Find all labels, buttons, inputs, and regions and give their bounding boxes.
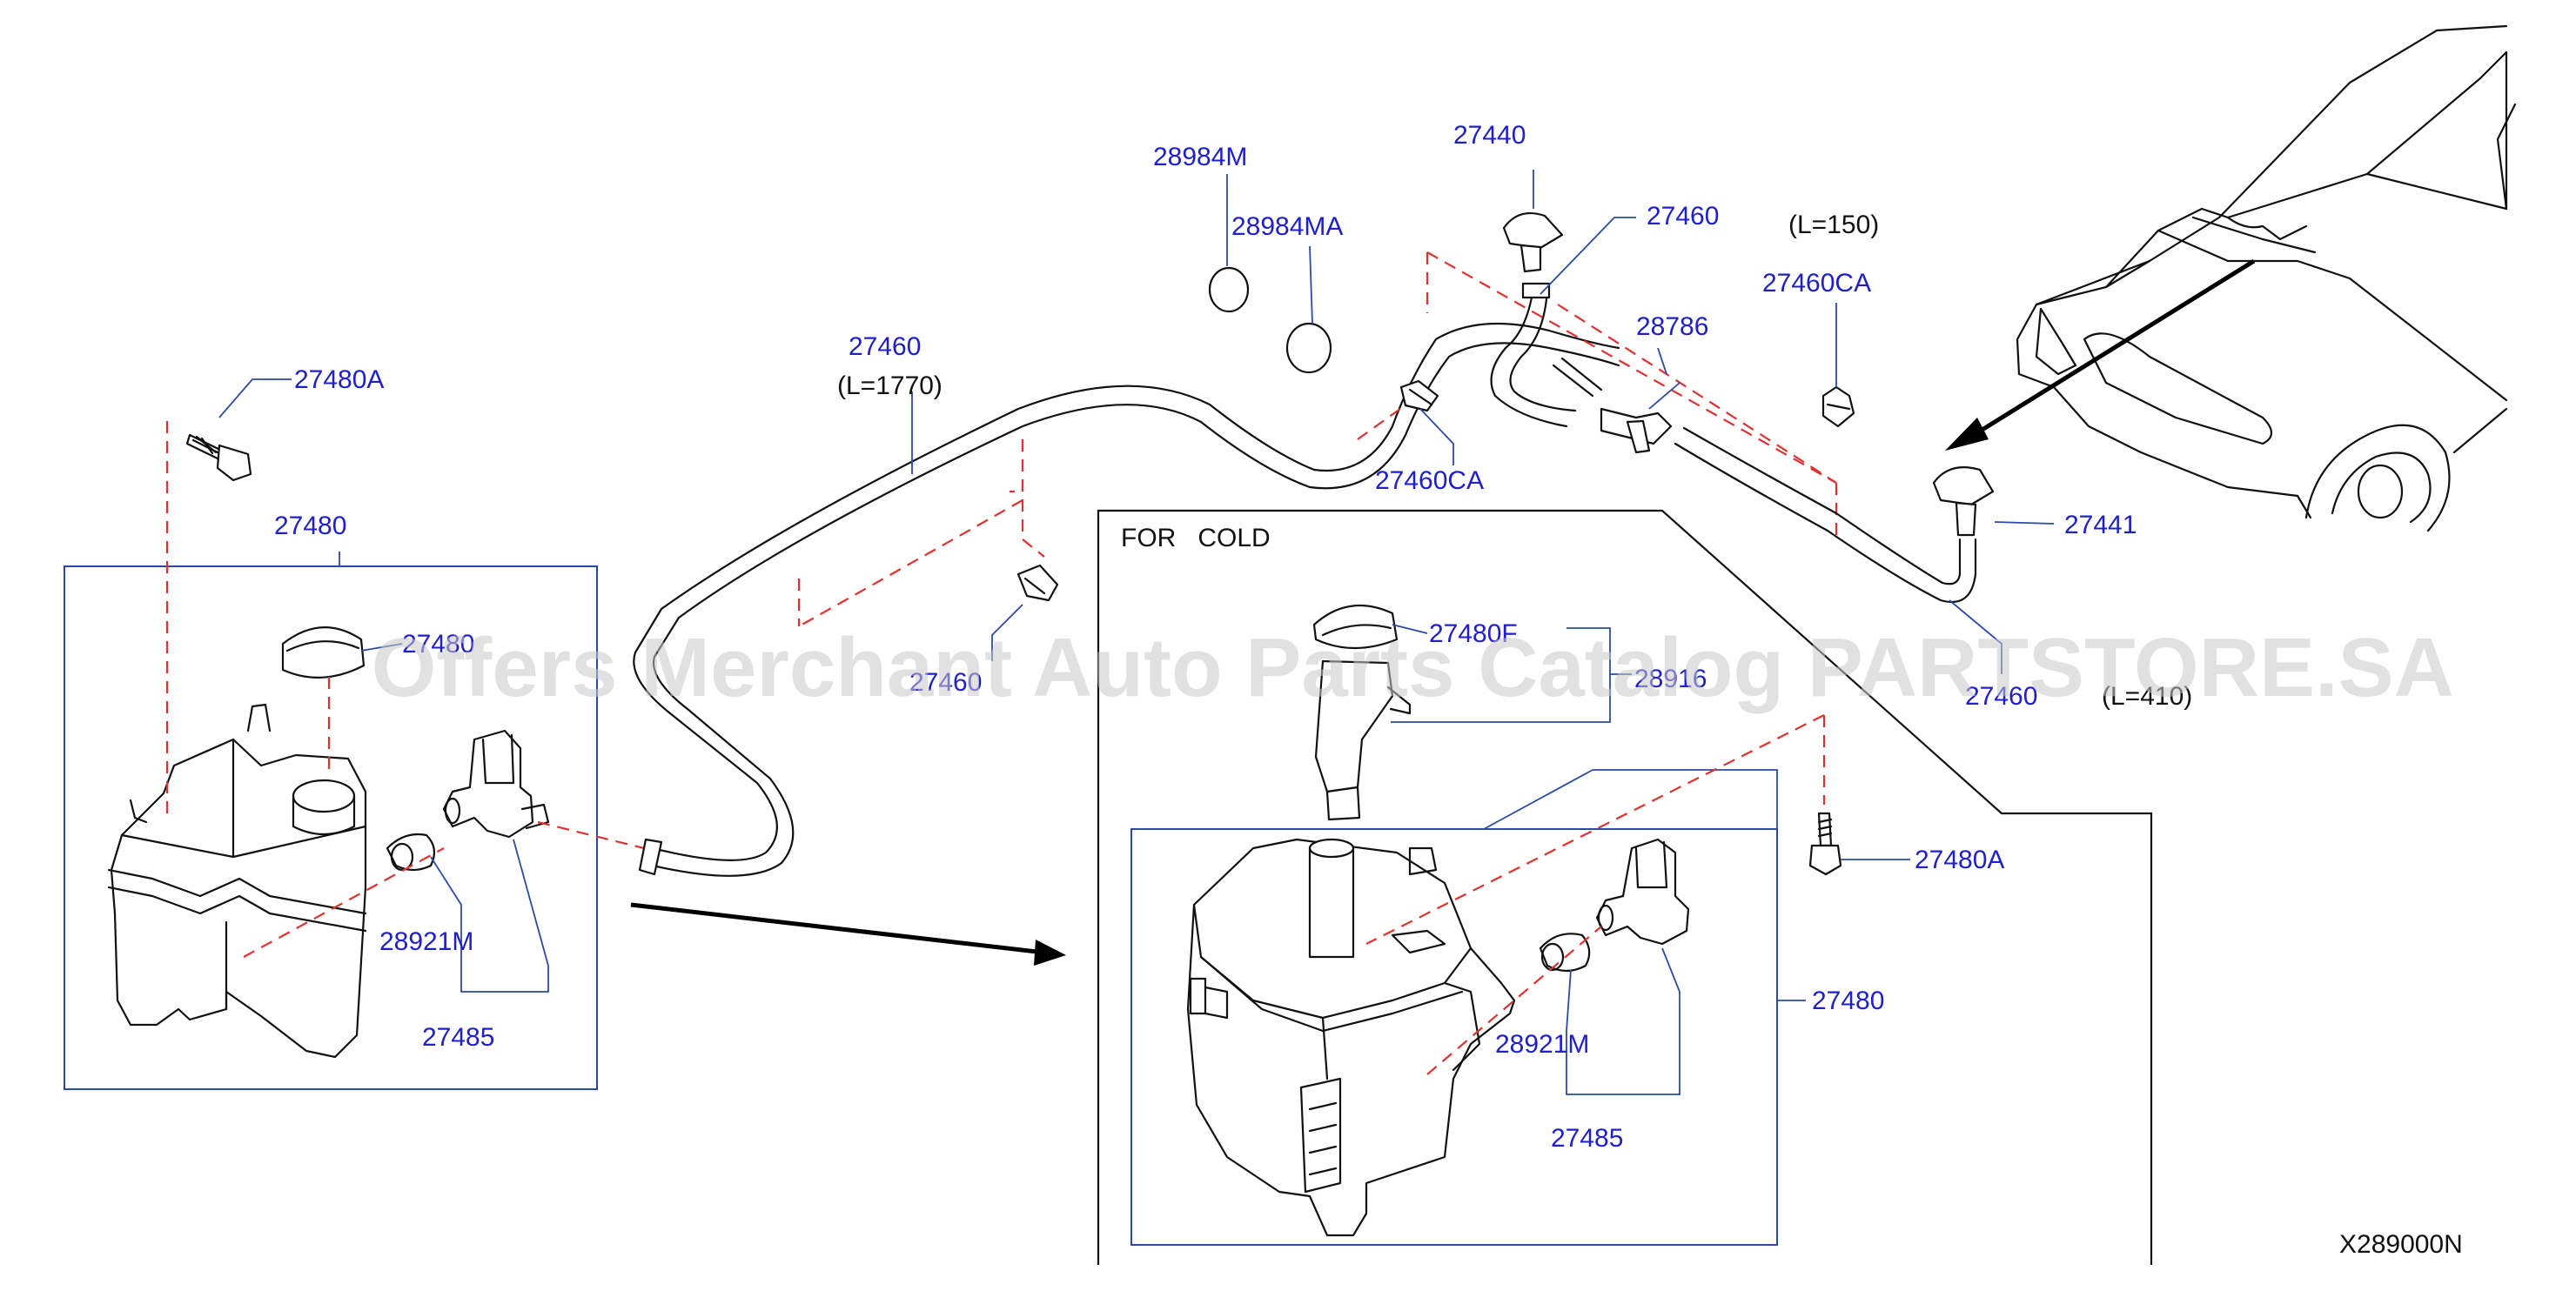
tank-cap-left[interactable] [281, 626, 366, 679]
bolt-27480A-right[interactable] [1808, 812, 1842, 876]
label-28984M: 28984M [1153, 143, 1247, 171]
label-28916: 28916 [1634, 665, 1707, 693]
label-27460-clip: 27460 [909, 668, 982, 697]
clip-27460CA-upper[interactable] [1821, 385, 1855, 428]
left-assembly-box [64, 565, 598, 1090]
label-27460CA-lower: 27460CA [1375, 466, 1484, 495]
label-27480-left: 27480 [274, 512, 346, 540]
joint-28786[interactable] [1600, 407, 1673, 454]
diagram-code: X289000N [2339, 1230, 2463, 1259]
label-28921M-right: 28921M [1495, 1030, 1589, 1059]
label-length-410: (L=410) [2102, 682, 2192, 711]
inset-assembly-box [1130, 828, 1778, 1246]
inset-title: FOR COLD [1121, 524, 1271, 552]
clip-27460CA-lower[interactable] [1399, 379, 1439, 412]
label-27460-upper: 27460 [1647, 202, 1719, 231]
label-27480A-top: 27480A [294, 365, 384, 394]
cap-28984MA[interactable] [1285, 322, 1332, 374]
label-27460-right: 27460 [1965, 682, 2037, 711]
arrow-to-vehicle [1945, 258, 2256, 451]
arrow-to-inset [630, 902, 1066, 966]
label-27480-right: 27480 [1812, 987, 1884, 1015]
washer-pump-cold[interactable] [1595, 838, 1690, 946]
label-28984MA: 28984MA [1231, 212, 1343, 241]
label-28921M-left: 28921M [379, 927, 473, 956]
hose-27460-upper[interactable] [1490, 282, 1603, 428]
label-27460-main: 27460 [849, 332, 921, 361]
nozzle-27441[interactable] [1932, 466, 1995, 537]
inset-frame [1097, 509, 2153, 1265]
label-27460CA-upper: 27460CA [1762, 269, 1871, 298]
label-27485-right: 27485 [1551, 1124, 1623, 1153]
grommet-cold[interactable] [1539, 933, 1591, 973]
label-27480A-right: 27480A [1915, 846, 2004, 874]
washer-pump-left[interactable] [442, 729, 550, 839]
label-length-150: (L=150) [1788, 211, 1879, 239]
label-27460-main-length: (L=1770) [837, 371, 943, 400]
filler-neck-27480F[interactable] [1312, 604, 1412, 821]
washer-tank-cold[interactable] [1186, 838, 1516, 1237]
hose-27460-right[interactable] [1674, 426, 1977, 604]
nozzle-27440[interactable] [1502, 212, 1564, 273]
washer-tank-left[interactable] [107, 703, 367, 1059]
bolt-27480A-left[interactable] [185, 433, 252, 482]
grommet-left[interactable] [386, 833, 436, 872]
vehicle-front-illustration [2016, 24, 2517, 532]
label-27440: 27440 [1453, 121, 1526, 150]
label-27485-left: 27485 [422, 1023, 494, 1052]
cap-28984M[interactable] [1208, 266, 1250, 313]
label-27480-cap: 27480 [402, 630, 474, 659]
clip-27460C[interactable] [1016, 564, 1059, 602]
label-27441: 27441 [2064, 511, 2137, 539]
label-27480F: 27480F [1429, 619, 1518, 648]
hose-27460-main[interactable] [633, 322, 1620, 877]
watermark: Offers Merchant Auto Parts Catalog PARTS… [372, 621, 2454, 714]
label-28786: 28786 [1636, 312, 1708, 341]
